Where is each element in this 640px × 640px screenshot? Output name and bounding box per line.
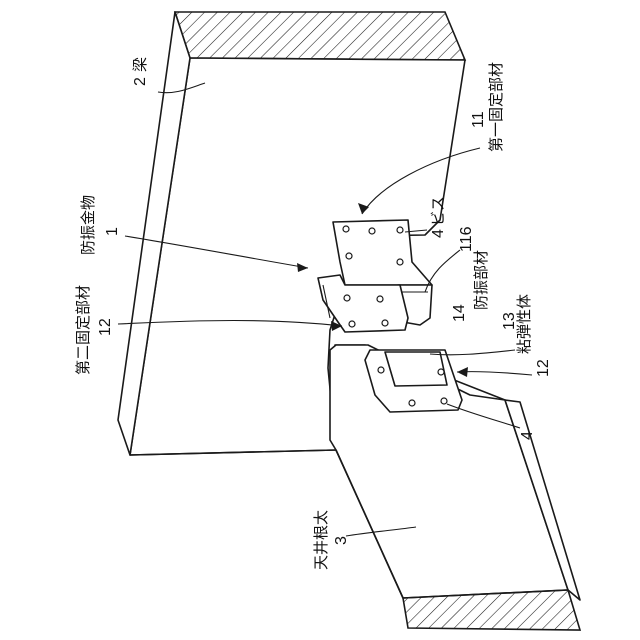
label-anti-vib-member: 116 14 防振部材 <box>451 226 490 322</box>
label-viscoelastic: 13 粘弾性体 <box>501 294 533 354</box>
label-joist-name: 天井根太 <box>313 510 330 570</box>
label-second-fixing-name: 第二固定部材 <box>74 285 92 375</box>
second-plate-hole-2 <box>377 296 383 302</box>
label-beam-name: 梁 <box>132 57 149 72</box>
label-anti-vib-member-num: 116 <box>458 226 475 252</box>
label-screw-bottom-num: 4 <box>519 431 536 440</box>
label-anti-vib-hw-name: 防振金物 <box>80 195 97 255</box>
label-viscoelastic-name: 粘弾性体 <box>516 294 533 354</box>
second-plate-hole-4 <box>382 320 388 326</box>
label-anti-vib-member-name: 防振部材 <box>473 250 490 310</box>
anti-vibration-hardware <box>318 220 432 332</box>
label-beam-num: 2 <box>132 77 149 86</box>
label-second-fixing-right-num: 12 <box>535 359 552 377</box>
lower-plate-hole-1 <box>378 367 384 373</box>
label-anti-vib-member-num2: 14 <box>451 304 468 322</box>
arrow-second-fixing-right <box>457 367 468 377</box>
label-first-fixing-name: 第一固定部材 <box>487 62 505 152</box>
lower-plate-hole-3 <box>409 400 415 406</box>
label-beam: 2 梁 <box>132 57 149 86</box>
label-joist: 3 天井根太 <box>313 510 350 570</box>
label-second-fixing: 12 第二固定部材 <box>74 285 114 375</box>
lower-plate-hole-2 <box>438 369 444 375</box>
label-first-fixing: 11 第一固定部材 <box>470 62 505 152</box>
label-joist-num: 3 <box>333 536 350 545</box>
second-plate-hole-3 <box>349 321 355 327</box>
joist-hatched-section <box>403 590 580 630</box>
viscoelastic-pad <box>385 352 447 386</box>
label-anti-vib-hw-num: 1 <box>104 227 121 236</box>
upper-plate-hole-1 <box>343 226 349 232</box>
label-first-fixing-num: 11 <box>470 111 487 128</box>
leader-second-fixing-right <box>457 372 532 375</box>
label-screw-name: ビス <box>430 196 447 226</box>
lower-plate-hole-4 <box>441 398 447 404</box>
upper-plate-hole-4 <box>346 253 352 259</box>
upper-plate-hole-2 <box>369 228 375 234</box>
label-second-fixing-num: 12 <box>97 318 114 336</box>
beam-hatched-section <box>175 12 465 60</box>
second-plate-hole-1 <box>344 295 350 301</box>
upper-plate-hole-5 <box>397 259 403 265</box>
label-anti-vib-hw: 1 防振金物 <box>80 195 121 255</box>
label-screw-num: 4 <box>430 229 447 238</box>
label-screw: 4 ビス <box>430 196 447 238</box>
upper-plate-hole-3 <box>397 227 403 233</box>
